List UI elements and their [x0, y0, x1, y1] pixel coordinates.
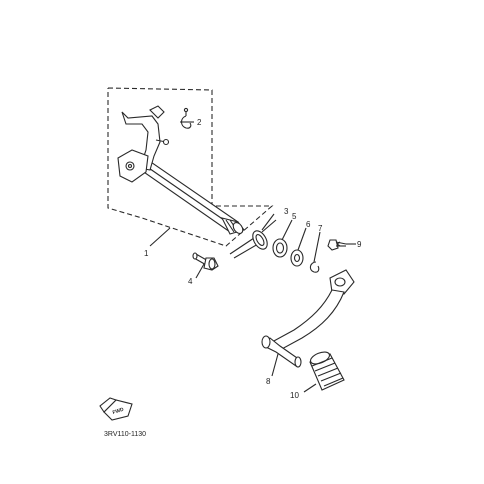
callout-9: 9: [357, 240, 362, 249]
callout-6: 6: [306, 220, 311, 229]
reference-code: 3RV110-1130: [104, 431, 146, 438]
shift-pedal: [261, 269, 355, 368]
circlip: [309, 261, 320, 273]
callout-4: 4: [188, 277, 193, 286]
assembly-boundary: [107, 87, 274, 247]
bolt: [327, 239, 347, 251]
callout-1: 1: [144, 249, 149, 258]
callout-5: 5: [292, 212, 297, 221]
callout-2: 2: [197, 118, 202, 127]
callout-3: 3: [284, 207, 289, 216]
clip-2: [180, 107, 192, 129]
oil-seal: [272, 238, 288, 258]
callout-8: 8: [266, 377, 271, 386]
torsion-spring: [229, 219, 277, 259]
washer: [290, 249, 304, 267]
leader-lines: [149, 121, 356, 393]
stopper-bolt: [192, 252, 219, 271]
callout-7: 7: [318, 224, 323, 233]
pedal-rubber: [309, 351, 345, 391]
shift-shaft: [117, 105, 245, 235]
fwd-arrow-icon: FWD: [99, 397, 133, 421]
callout-10: 10: [290, 391, 299, 400]
fwd-label: FWD: [112, 407, 125, 416]
